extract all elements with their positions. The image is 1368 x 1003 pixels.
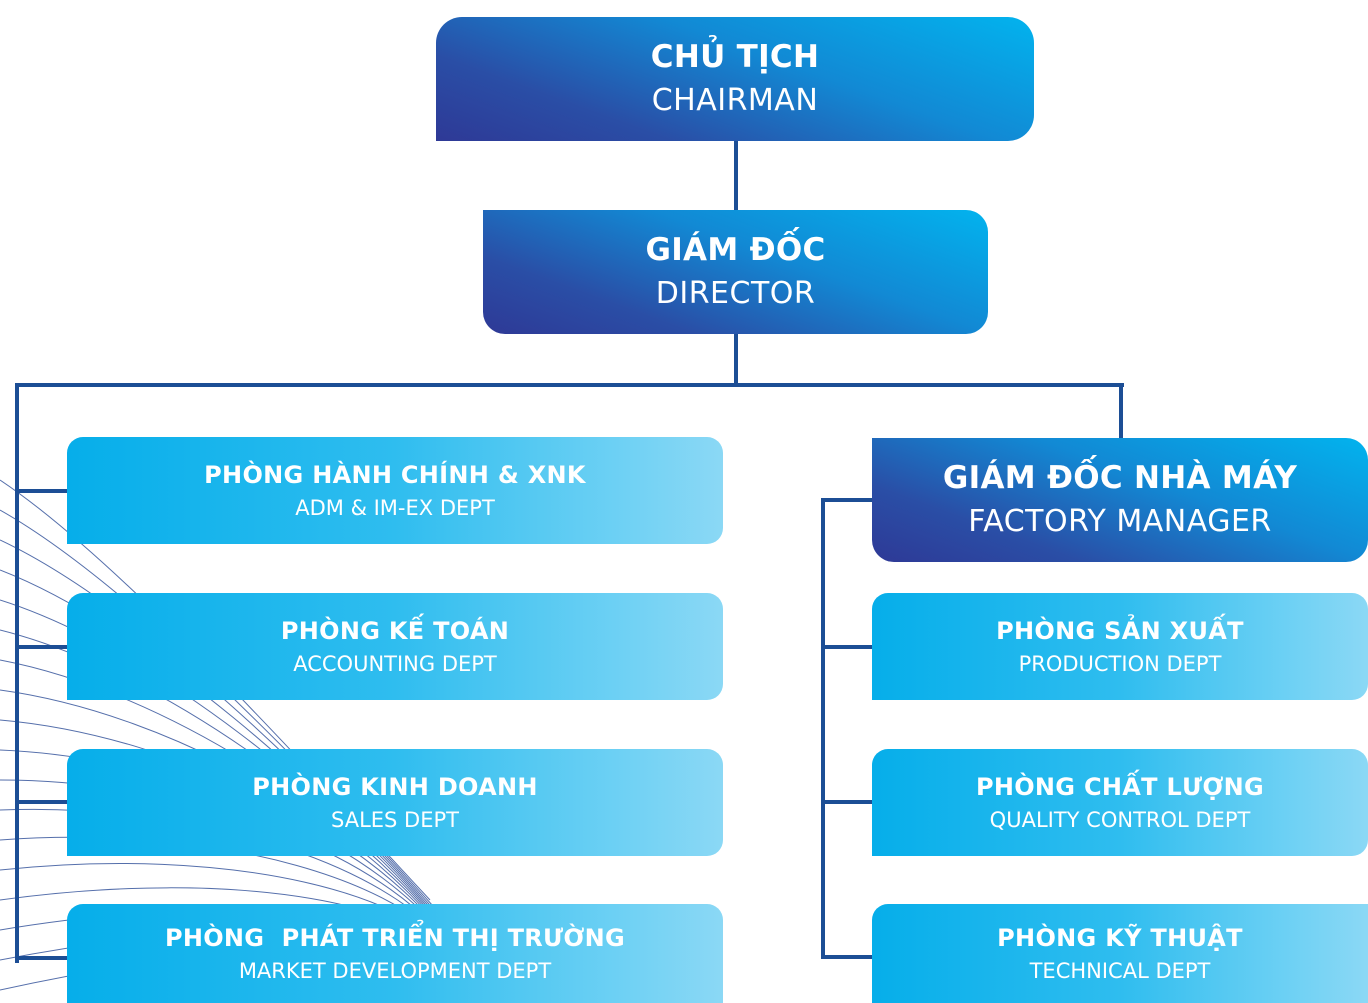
dept-title-en: TECHNICAL DEPT	[1029, 958, 1211, 983]
dept-title-vi: PHÒNG SẢN XUẤT	[996, 616, 1244, 645]
factory-manager-box: GIÁM ĐỐC NHÀ MÁY FACTORY MANAGER	[872, 438, 1368, 562]
director-box: GIÁM ĐỐC DIRECTOR	[483, 210, 988, 334]
dept-technical: PHÒNG KỸ THUẬT TECHNICAL DEPT	[872, 904, 1368, 1003]
dept-title-en: ADM & IM-EX DEPT	[295, 495, 495, 520]
dept-title-vi: PHÒNG HÀNH CHÍNH & XNK	[204, 460, 586, 489]
connector-left-spine	[15, 383, 19, 963]
dept-title-vi: PHÒNG KINH DOANH	[252, 772, 538, 801]
dept-title-en: MARKET DEVELOPMENT DEPT	[238, 958, 552, 983]
connector-director-bus	[734, 332, 738, 386]
chairman-title-en: CHAIRMAN	[651, 83, 819, 118]
dept-market-development: PHÒNG PHÁT TRIỂN THỊ TRƯỜNG MARKET DEVEL…	[67, 904, 723, 1003]
chairman-box: CHỦ TỊCH CHAIRMAN	[436, 17, 1034, 141]
connector-right-branch-3	[821, 955, 875, 959]
factory-manager-title-en: FACTORY MANAGER	[968, 504, 1272, 539]
dept-title-vi: PHÒNG PHÁT TRIỂN THỊ TRƯỜNG	[164, 923, 626, 952]
dept-title-vi: PHÒNG CHẤT LƯỢNG	[975, 772, 1265, 801]
dept-production: PHÒNG SẢN XUẤT PRODUCTION DEPT	[872, 593, 1368, 700]
connector-factory-top	[821, 498, 875, 502]
connector-right-branch-1	[821, 645, 875, 649]
connector-chairman-director	[734, 140, 738, 212]
dept-title-en: PRODUCTION DEPT	[1018, 651, 1222, 676]
dept-title-en: QUALITY CONTROL DEPT	[989, 807, 1251, 832]
decorative-wave-line	[0, 569, 440, 919]
connector-to-factory-manager	[1119, 383, 1123, 441]
dept-title-en: SALES DEPT	[331, 807, 459, 832]
connector-left-branch-3	[15, 800, 69, 804]
director-title-vi: GIÁM ĐỐC	[645, 232, 826, 268]
connector-horizontal-bus	[15, 383, 1124, 387]
dept-title-vi: PHÒNG KẾ TOÁN	[280, 616, 510, 645]
decorative-wave-line	[0, 599, 443, 925]
connector-left-branch-2	[15, 645, 69, 649]
connector-right-spine	[821, 498, 825, 959]
connector-left-branch-1	[15, 489, 69, 493]
dept-title-vi: PHÒNG KỸ THUẬT	[997, 923, 1243, 952]
dept-accounting: PHÒNG KẾ TOÁN ACCOUNTING DEPT	[67, 593, 723, 700]
dept-quality-control: PHÒNG CHẤT LƯỢNG QUALITY CONTROL DEPT	[872, 749, 1368, 856]
dept-sales: PHÒNG KINH DOANH SALES DEPT	[67, 749, 723, 856]
connector-left-branch-4	[15, 956, 69, 960]
dept-adm-imex: PHÒNG HÀNH CHÍNH & XNK ADM & IM-EX DEPT	[67, 437, 723, 544]
connector-right-branch-2	[821, 800, 875, 804]
dept-title-en: ACCOUNTING DEPT	[293, 651, 497, 676]
director-title-en: DIRECTOR	[655, 276, 816, 311]
factory-manager-title-vi: GIÁM ĐỐC NHÀ MÁY	[942, 460, 1298, 496]
chairman-title-vi: CHỦ TỊCH	[650, 39, 820, 75]
